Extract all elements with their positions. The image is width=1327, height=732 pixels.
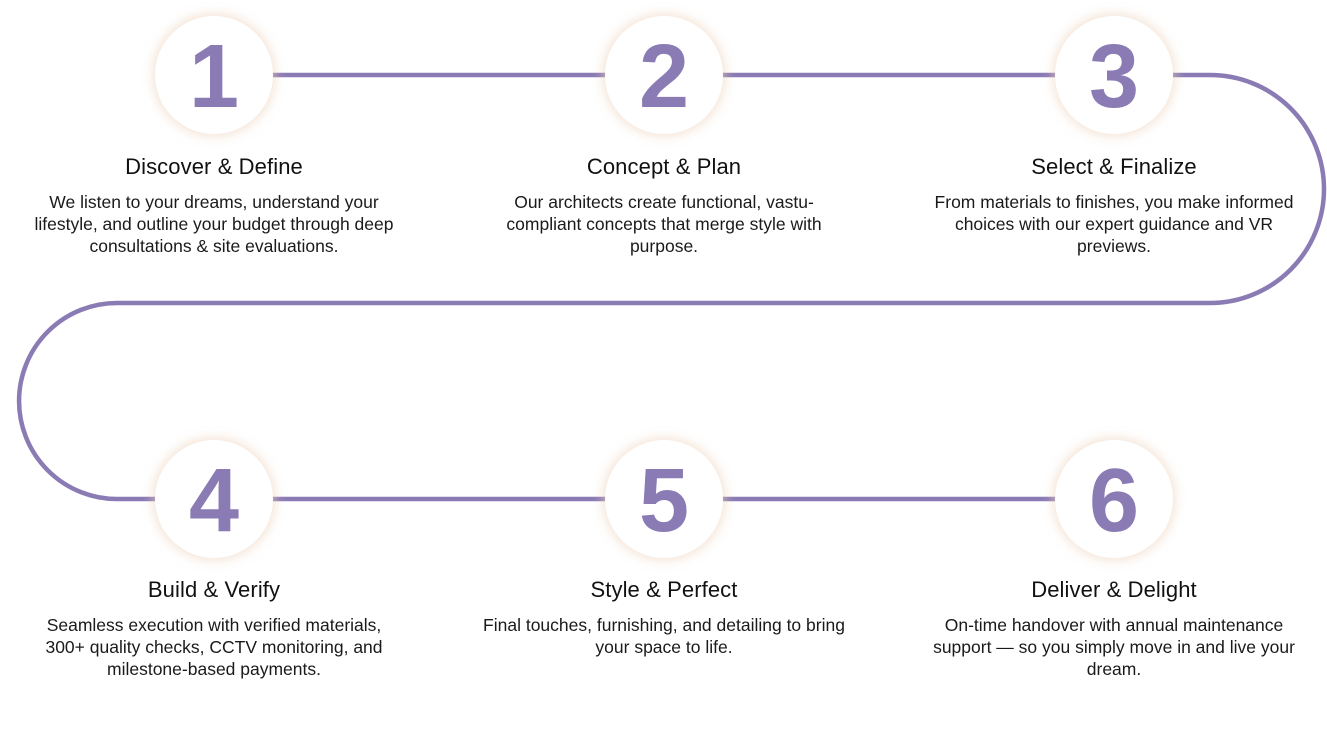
- process-connector-line: [16, 72, 1327, 502]
- step-4-circle: 4: [155, 440, 273, 558]
- step-1-title: Discover & Define: [125, 154, 303, 179]
- step-4-number: 4: [188, 451, 240, 551]
- step-1-circle: 1: [155, 16, 273, 134]
- step-1-description: We listen to your dreams, understand you…: [34, 192, 394, 256]
- step-3-number: 3: [1088, 27, 1140, 127]
- step-6-description: On-time handover with annual maintenance…: [933, 615, 1295, 679]
- step-2-description: Our architects create functional, vastu-…: [506, 192, 822, 256]
- step-3-circle: 3: [1055, 16, 1173, 134]
- step-5-number: 5: [638, 451, 690, 551]
- step-2-title: Concept & Plan: [586, 154, 742, 179]
- step-6-title: Deliver & Delight: [1031, 577, 1197, 602]
- step-2-number: 2: [638, 27, 690, 127]
- step-2-circle: 2: [605, 16, 723, 134]
- step-6-number: 6: [1088, 451, 1140, 551]
- step-1-number: 1: [188, 27, 240, 127]
- step-4-title: Build & Verify: [147, 577, 281, 602]
- step-4-description: Seamless execution with verified materia…: [45, 615, 383, 679]
- step-3-description: From materials to finishes, you make inf…: [934, 192, 1294, 256]
- step-5-description: Final touches, furnishing, and detailing…: [483, 615, 845, 657]
- step-5-title: Style & Perfect: [590, 577, 738, 602]
- step-3-title: Select & Finalize: [1031, 154, 1197, 179]
- step-6-circle: 6: [1055, 440, 1173, 558]
- step-5-circle: 5: [605, 440, 723, 558]
